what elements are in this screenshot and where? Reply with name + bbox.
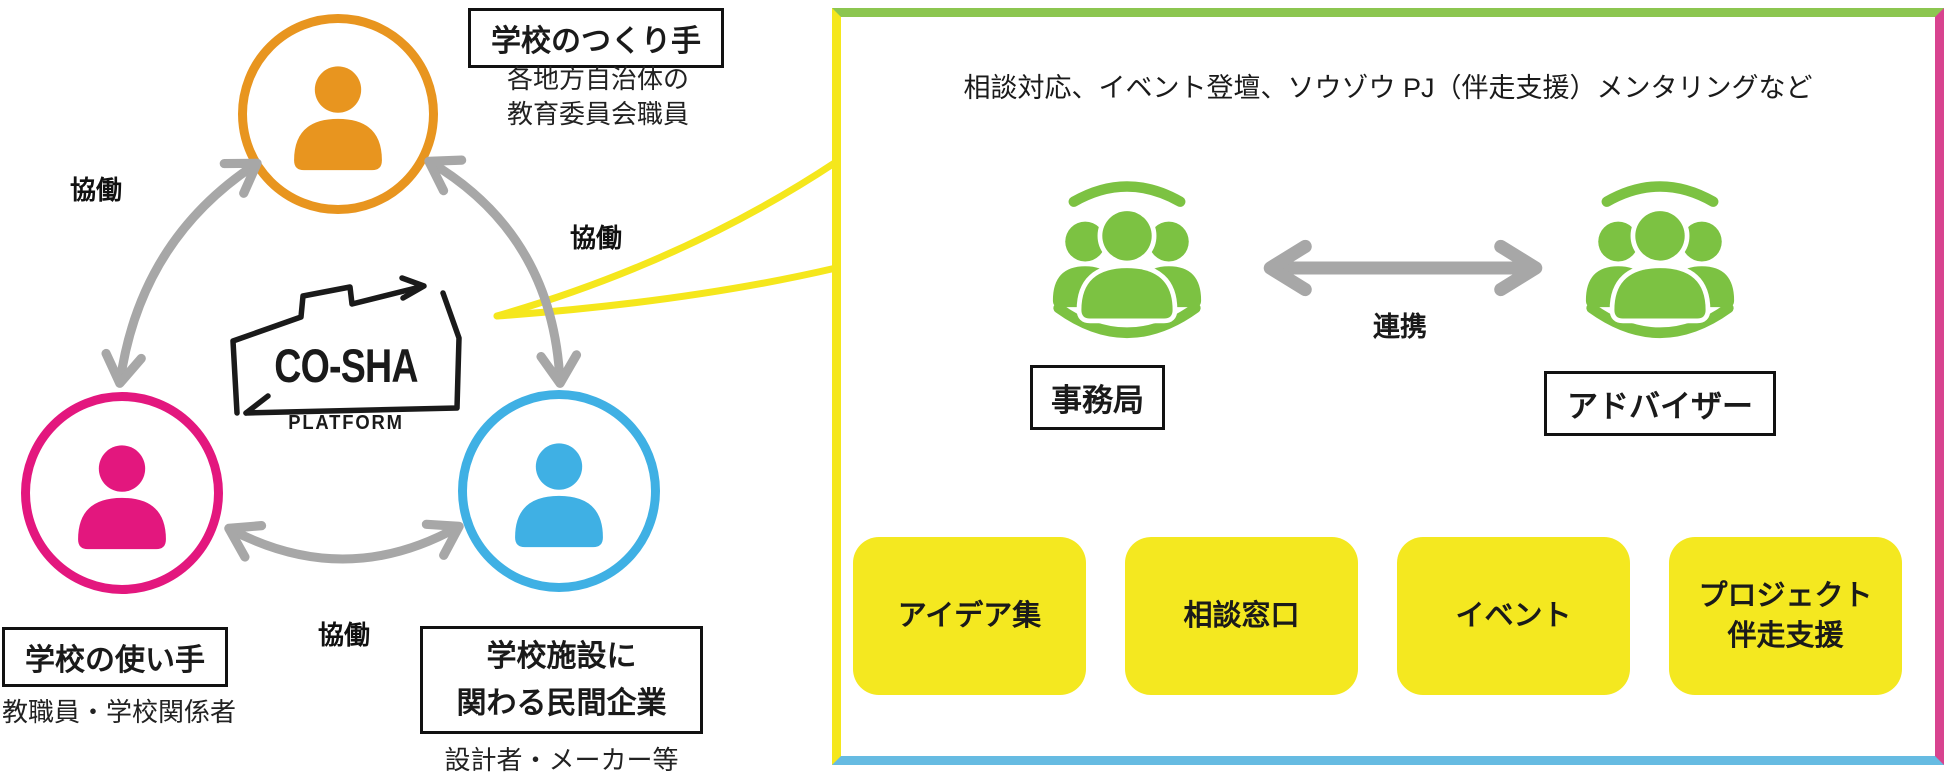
- collaboration-label-left: 協働: [70, 175, 123, 205]
- callout-tail: [493, 158, 840, 320]
- person-icon: [515, 443, 603, 548]
- collaboration-arrow-maker-company: [424, 155, 582, 388]
- private-company-description: 設計者・メーカー等: [444, 745, 679, 775]
- person-icon: [294, 66, 382, 171]
- school-maker-circle: [238, 14, 438, 214]
- service-card-project: プロジェクト 伴走支援: [1669, 537, 1902, 695]
- private-company-circle: [458, 390, 660, 592]
- person-icon: [78, 445, 166, 550]
- school-user-description: 教職員・学校関係者: [2, 697, 237, 727]
- cooperation-label: 連携: [1373, 312, 1427, 342]
- service-card-soudan: 相談窓口: [1125, 537, 1358, 695]
- school-maker-description: 各地方自治体の 教育委員会職員: [506, 64, 689, 129]
- advisor-label: アドバイザー: [1544, 371, 1776, 436]
- secretariat-group-icon: [1032, 168, 1222, 356]
- school-maker-label: 学校のつくり手: [468, 8, 724, 68]
- school-user-label: 学校の使い手: [2, 627, 228, 687]
- collaboration-label-right: 協働: [570, 223, 623, 253]
- detail-panel: [832, 8, 1944, 765]
- advisor-group-icon: [1565, 168, 1755, 356]
- service-card-idea: アイデア集: [853, 537, 1086, 695]
- collaboration-label-bottom: 協働: [318, 620, 371, 650]
- cosha-logo-subtext: PLATFORM: [288, 412, 404, 434]
- services-description: 相談対応、イベント登壇、ソウゾウ PJ（伴走支援）メンタリングなど: [963, 73, 1813, 103]
- service-card-event: イベント: [1397, 537, 1630, 695]
- secretariat-label: 事務局: [1030, 365, 1165, 430]
- private-company-label: 学校施設に 関わる民間企業: [420, 626, 703, 734]
- collaboration-arrow-company-user: [224, 519, 464, 564]
- collaboration-arrow-user-maker: [101, 158, 262, 388]
- school-user-circle: [21, 392, 223, 594]
- cosha-logo-text: CO-SHA: [274, 339, 418, 392]
